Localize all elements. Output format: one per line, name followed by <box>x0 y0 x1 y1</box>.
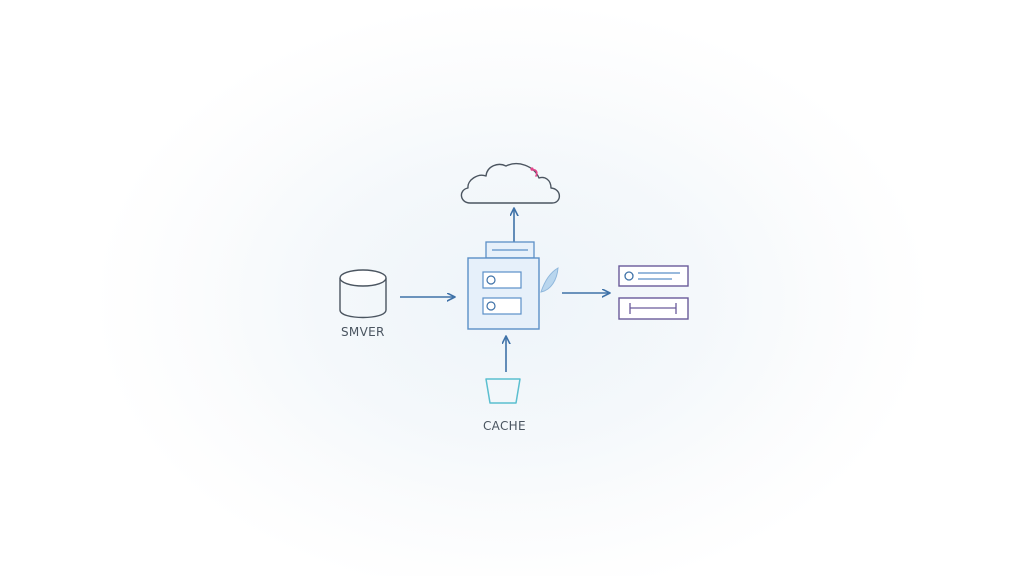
cloud-icon <box>460 162 561 204</box>
processor-panel-icon <box>467 241 559 330</box>
server-label: SMVER <box>341 325 385 339</box>
database-cylinder-icon <box>339 269 387 319</box>
output-card-icon <box>618 265 689 287</box>
leaf-icon <box>540 267 559 293</box>
cache-bucket-icon <box>485 378 521 404</box>
output-panel-icon <box>618 297 689 320</box>
cache-label: CACHE <box>483 419 526 433</box>
